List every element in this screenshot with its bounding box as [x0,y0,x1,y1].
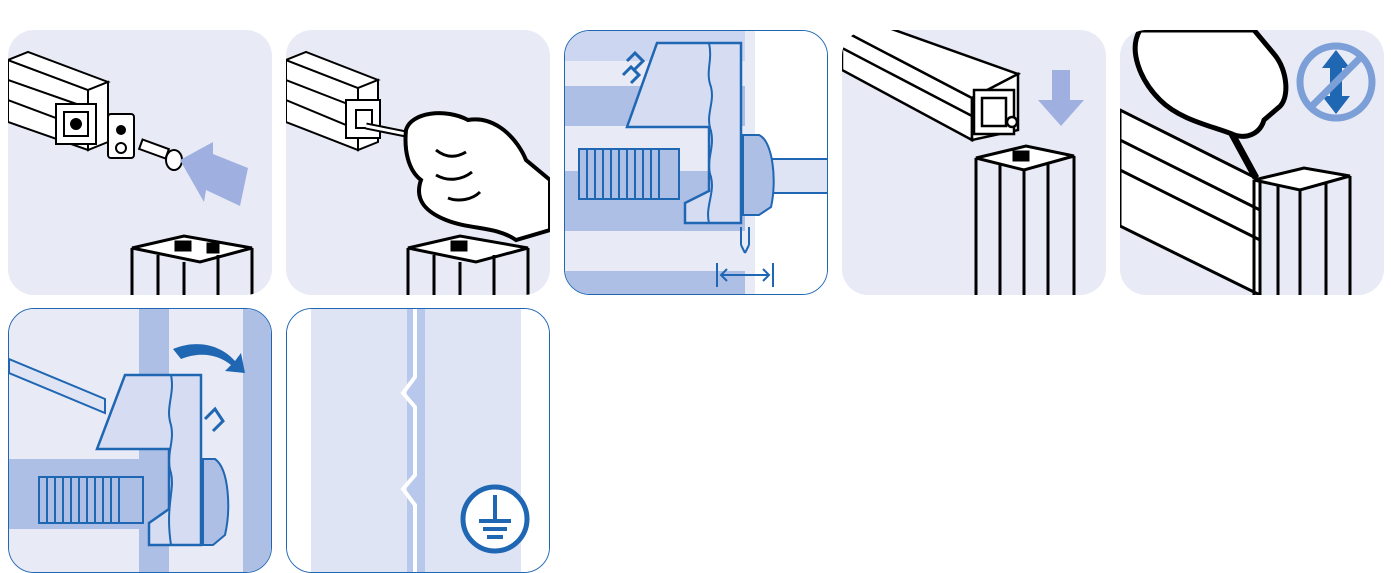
lower-profile [408,236,528,295]
step-7-panel [286,308,550,573]
screw [139,140,182,170]
aluminium-profile [286,52,380,150]
nut [203,459,228,545]
connector-block [108,114,134,158]
hand-icon [406,113,550,240]
step-6-panel [8,308,272,573]
profile-lower-icon [842,30,1106,295]
lower-profile [976,146,1074,295]
hand-icon [1135,30,1286,136]
no-vertical-movement-icon [1120,30,1384,295]
lower-profile [1254,168,1350,295]
step-5-panel [1120,30,1384,295]
aluminium-profile [8,52,108,150]
step-3-panel [564,30,828,295]
step-1-panel [8,30,272,295]
aluminium-profile [842,30,1018,140]
step-2-panel [286,30,550,295]
screwdriver-hand-icon [286,30,550,295]
connector-detail-icon [565,31,828,295]
nut [743,135,774,215]
insert-arrow-icon [180,142,248,206]
prohibited-sign-icon [1300,46,1372,118]
ground-connection-icon [287,309,550,573]
step-4-panel [842,30,1106,295]
tighten-connector-icon [9,309,272,573]
down-arrow-icon [1038,70,1084,126]
earth-ground-icon [463,487,527,551]
lower-profile [132,236,252,295]
profile-connector-insert-icon [8,30,272,295]
